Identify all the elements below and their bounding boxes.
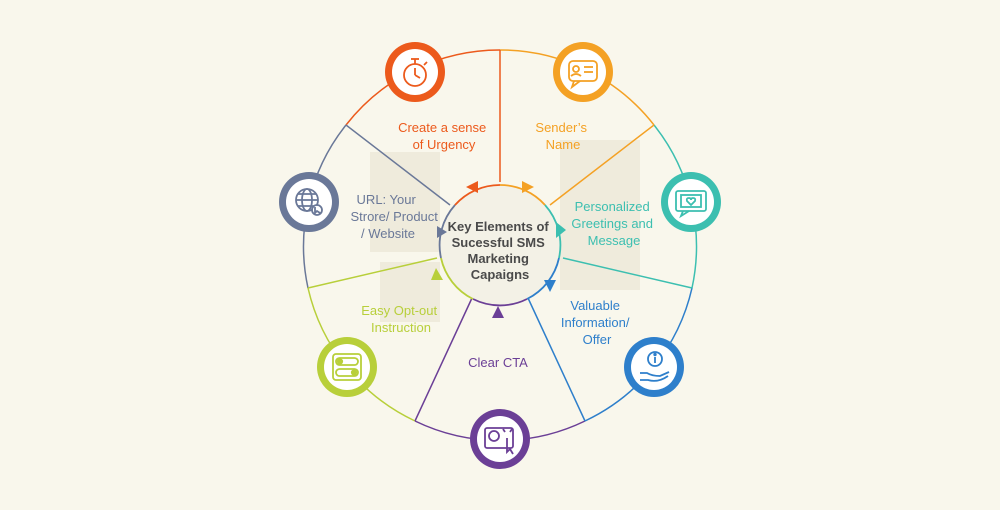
info-hand-icon	[640, 351, 670, 382]
arrow-url	[437, 226, 447, 238]
stopwatch-icon	[403, 58, 428, 87]
badge-greeting	[661, 172, 721, 232]
arrow-offer	[544, 280, 556, 292]
badge-optout	[317, 337, 377, 397]
badge-urgency	[385, 42, 445, 102]
center-line-4: Capaigns	[471, 267, 530, 282]
label-optout: Easy Opt-out Instruction	[361, 303, 441, 335]
cta-click-icon	[484, 427, 514, 455]
spoke-upper-right	[549, 124, 655, 206]
arrow-urgency	[466, 181, 478, 193]
spoke-lower-right	[527, 297, 586, 422]
arrow-greeting	[556, 222, 566, 238]
label-offer: Valuable Information/ Offer	[561, 298, 633, 347]
toggle-switch-icon	[332, 353, 362, 381]
center-line-3: Marketing	[467, 251, 528, 266]
badge-offer	[624, 337, 684, 397]
arrow-cta	[492, 306, 504, 318]
greeting-card-icon	[675, 190, 707, 219]
badge-sender	[553, 42, 613, 102]
center-circle	[440, 185, 560, 305]
sender-name-chat-icon	[568, 60, 598, 90]
arrow-sender	[522, 181, 534, 193]
center-hub: Key Elements of Sucessful SMS Marketing …	[431, 181, 566, 318]
arrow-optout	[431, 268, 443, 280]
label-sender: Sender’s Name	[535, 120, 590, 152]
spoke-left	[307, 257, 438, 289]
badge-url	[279, 172, 339, 232]
center-line-1: Key Elements of	[448, 219, 550, 234]
label-cta: Clear CTA	[468, 355, 528, 370]
spoke-lower-left	[414, 297, 473, 422]
badge-cta	[470, 409, 530, 469]
label-urgency: Create a sense of Urgency	[398, 120, 490, 152]
spokes	[307, 50, 693, 422]
background-watermark	[370, 140, 640, 322]
spoke-right	[562, 257, 693, 289]
spoke-upper-left	[345, 124, 451, 206]
globe-cursor-icon	[295, 188, 323, 216]
label-greeting: Personalized Greetings and Message	[571, 199, 656, 248]
center-line-2: Sucessful SMS	[452, 235, 546, 250]
hub-arrows	[431, 181, 566, 318]
center-title: Key Elements of Sucessful SMS Marketing …	[448, 219, 553, 282]
label-url: URL: Your Strore/ Product / Website	[350, 192, 441, 241]
